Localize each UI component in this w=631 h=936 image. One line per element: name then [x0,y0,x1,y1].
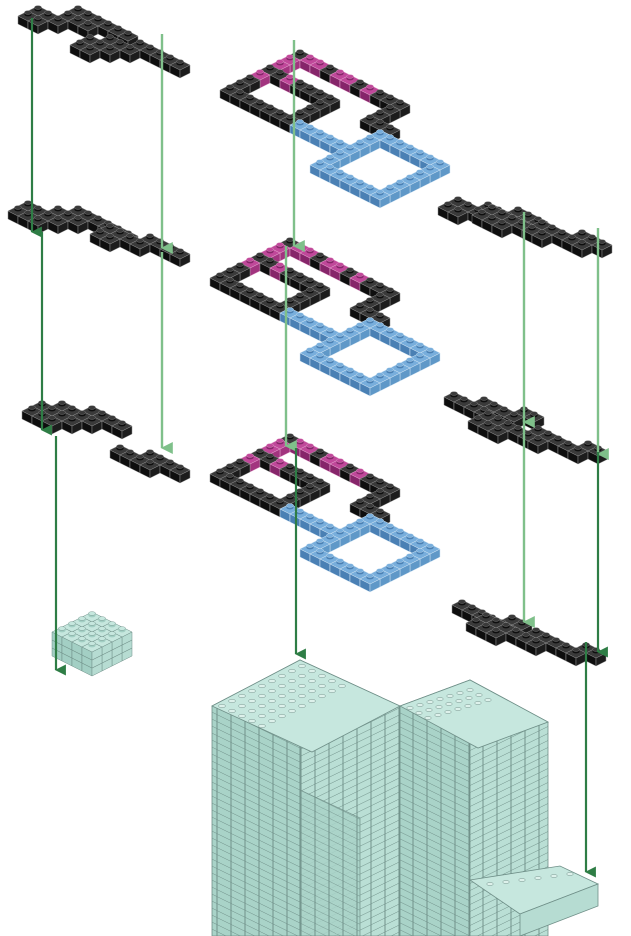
center-layer-3 [209,433,441,593]
center-layer-2 [209,237,441,397]
left-layer-2b [89,223,191,268]
right-layer-2b [467,410,609,465]
center-layer-1 [219,49,451,209]
left-layer-3b [109,444,191,484]
left-layer-1b [69,34,191,79]
small-mint-block [51,611,133,677]
large-mint-structure [211,659,600,936]
brick-layers [7,5,613,936]
right-layer-1b [471,204,613,259]
assembly-arrows [30,18,609,878]
left-layer-3a [21,400,133,440]
